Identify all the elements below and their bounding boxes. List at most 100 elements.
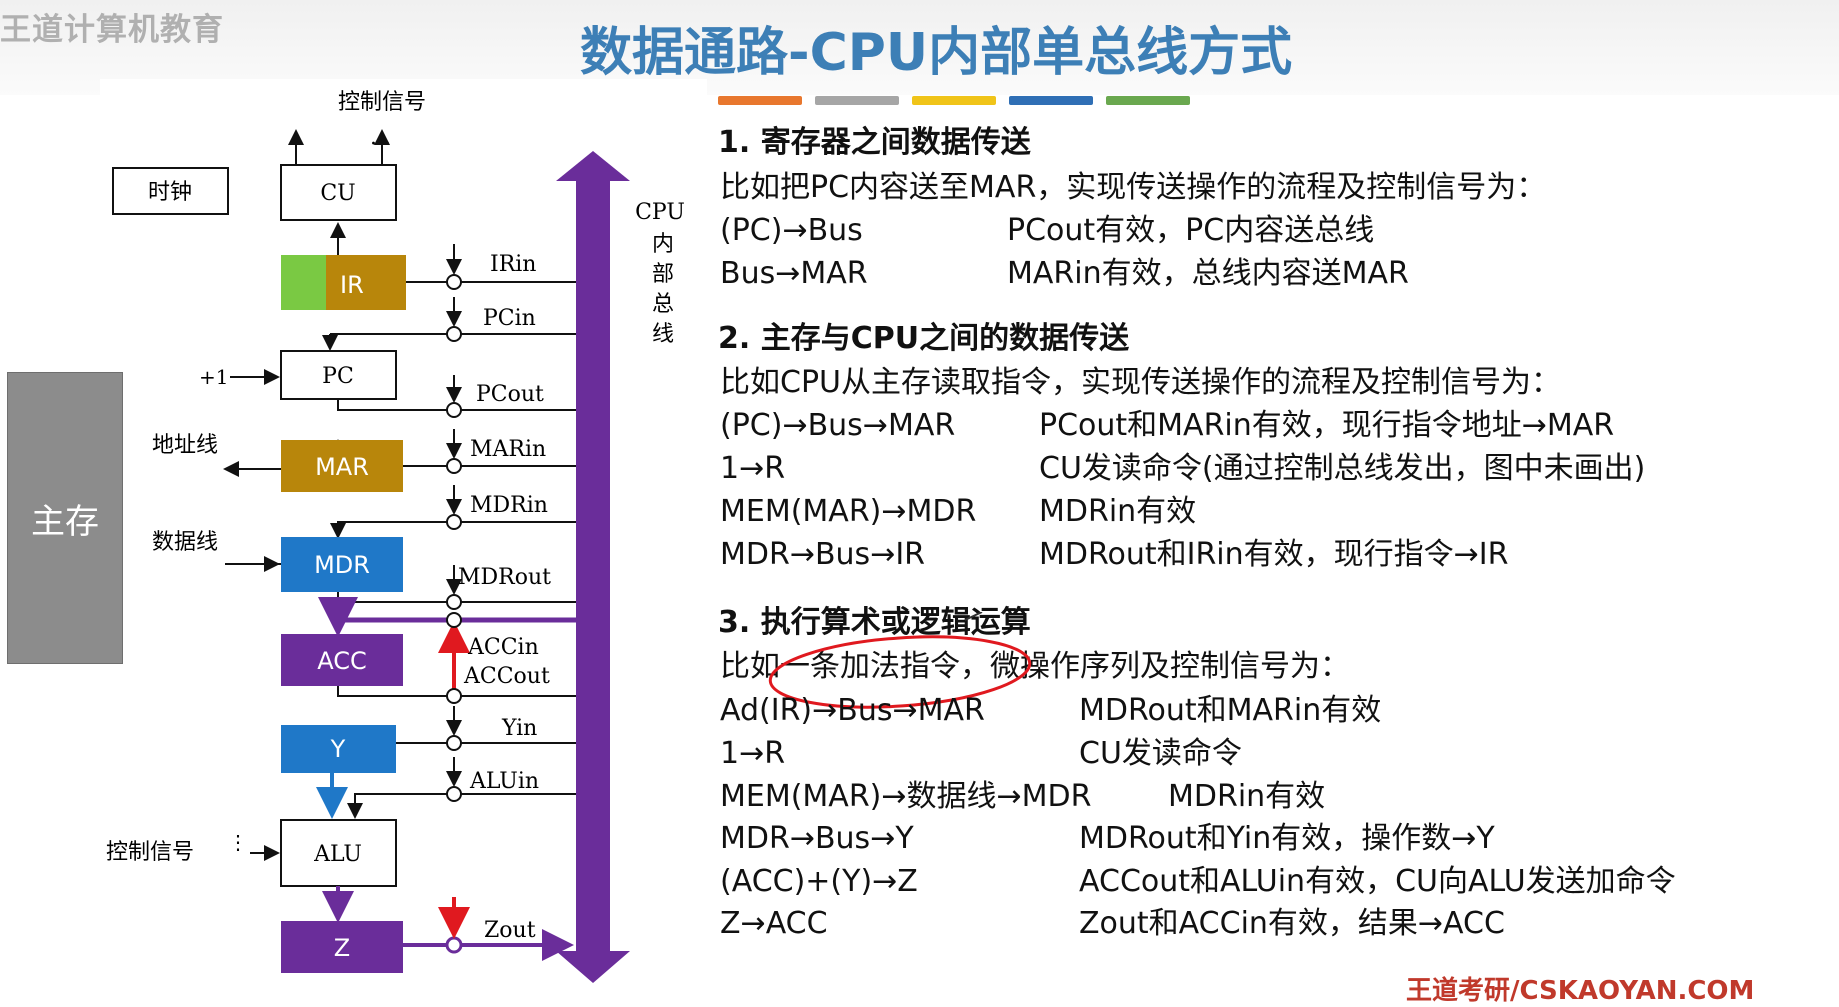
data-line-label: 数据线 <box>152 530 218 555</box>
signal-accin: ACCin <box>467 635 539 660</box>
signal-accout: ACCout <box>463 664 550 689</box>
brand-watermark: 王道计算机教育 <box>0 12 224 48</box>
marin-gate <box>446 458 462 474</box>
accent-bar-gray <box>815 96 899 105</box>
mdrin-bus-line <box>330 521 576 539</box>
z-label: Z <box>334 934 350 962</box>
section-2-heading: 2. 主存与CPU之间的数据传送 <box>718 321 1130 356</box>
signal-mdrin: MDRin <box>470 493 548 518</box>
s2-row-4-signal: MDRout和IRin有效，现行指令→IR <box>1039 537 1509 572</box>
yin-gate <box>446 735 462 751</box>
section-1-intro: 比如把PC内容送至MAR，实现传送操作的流程及控制信号为： <box>720 170 1547 205</box>
bus-label-bu: 部 <box>652 262 674 287</box>
mdrout-gate <box>446 594 462 610</box>
pcout-bus-line <box>337 399 576 411</box>
alu-label: ALU <box>313 842 362 867</box>
ir-label: IR <box>340 271 364 299</box>
s2-row-2-op: 1→R <box>720 451 786 486</box>
s3-row-1-signal: MDRout和MARin有效 <box>1079 693 1382 728</box>
acc-box <box>281 634 403 686</box>
accent-bar-green <box>1106 96 1190 105</box>
s1-row-2-signal: MARin有效，总线内容送MAR <box>1007 256 1409 291</box>
mar-box <box>281 440 403 492</box>
signal-pcin: PCin <box>483 306 536 331</box>
cpu-internal-bus <box>556 151 630 983</box>
s3-row-5-op: (ACC)+(Y)→Z <box>720 864 918 899</box>
s1-row-1-signal: PCout有效，PC内容送总线 <box>1007 213 1375 248</box>
mdr-box <box>281 537 403 592</box>
s3-row-4-op: MDR→Bus→Y <box>720 821 914 856</box>
s3-row-4-signal: MDRout和Yin有效，操作数→Y <box>1079 821 1495 856</box>
footer-brand: 王道考研/CSKAOYAN.COM <box>1406 976 1755 1006</box>
signal-aluin: ALUin <box>469 769 539 794</box>
s2-row-1-op: (PC)→Bus→MAR <box>720 408 956 443</box>
s3-row-3-op: MEM(MAR)→数据线→MDR <box>720 779 1092 814</box>
pcout-gate <box>446 402 462 418</box>
section-3-intro-circled: 一条加法指令， <box>780 649 990 684</box>
s2-row-3-op: MEM(MAR)→MDR <box>720 494 977 529</box>
s1-row-1-op: (PC)→Bus <box>720 213 863 248</box>
s3-row-2-op: 1→R <box>720 736 786 771</box>
cu-label: CU <box>320 181 355 206</box>
accent-bar-blue <box>1009 96 1093 105</box>
clock-label: 时钟 <box>148 180 192 205</box>
mdrin-gate <box>446 514 462 530</box>
plus-one-label: +1 <box>199 365 228 389</box>
ir-box-green <box>281 255 326 310</box>
main-memory-label: 主存 <box>31 501 99 542</box>
signal-pcout: PCout <box>476 382 544 407</box>
control-signal-left-label: 控制信号 <box>106 840 194 865</box>
ir-box <box>326 255 406 310</box>
accent-bar-yellow <box>912 96 996 105</box>
cu-box <box>280 164 397 221</box>
s3-row-2-signal: CU发读命令 <box>1079 736 1242 771</box>
pcin-gate <box>446 326 462 342</box>
s3-row-6-op: Z→ACC <box>720 906 828 941</box>
accout-gate <box>446 688 462 704</box>
datapath-diagram: CPU 内 部 总 线 控制信号 ··· 时钟 CU IR IRin PCin … <box>100 79 707 991</box>
s1-row-2-op: Bus→MAR <box>720 256 868 291</box>
signal-marin: MARin <box>470 437 546 462</box>
section-1-heading: 1. 寄存器之间数据传送 <box>718 125 1031 160</box>
y-label: Y <box>330 735 346 763</box>
signal-zout: Zout <box>484 918 536 943</box>
bus-label-nei: 内 <box>652 232 674 257</box>
acc-label: ACC <box>317 647 367 675</box>
control-signal-top-label: 控制信号 <box>338 90 426 115</box>
s3-row-6-signal: Zout和ACCin有效，结果→ACC <box>1079 906 1505 941</box>
bus-label-zong: 总 <box>652 292 674 317</box>
signal-yin: Yin <box>501 716 537 741</box>
y-box <box>281 725 396 773</box>
bus-label-cpu: CPU <box>635 200 685 225</box>
pc-label: PC <box>322 364 354 389</box>
bus-label-xian: 线 <box>652 322 674 347</box>
mar-label: MAR <box>315 453 369 481</box>
control-signal-dots-left: ⋮ <box>228 830 248 854</box>
red-circle-annotation <box>768 612 1032 709</box>
section-2-intro: 比如CPU从主存读取指令，实现传送操作的流程及控制信号为： <box>720 365 1561 400</box>
address-line-label: 地址线 <box>152 433 218 458</box>
s3-row-3-signal: MDRin有效 <box>1168 779 1326 814</box>
s2-row-3-signal: MDRin有效 <box>1039 494 1197 529</box>
accent-bar-orange <box>718 96 802 105</box>
section-3-intro-suffix: 微操作序列及控制信号为： <box>990 649 1350 684</box>
pc-box <box>280 350 397 400</box>
signal-mdrout: MDRout <box>458 565 551 590</box>
main-memory-box: 主存 <box>7 372 123 664</box>
page-title: 数据通路-CPU内部单总线方式 <box>580 23 1293 83</box>
section-3-intro: 比如一条加法指令，微操作序列及控制信号为： <box>720 652 1350 682</box>
s3-row-5-signal: ACCout和ALUin有效，CU向ALU发送加命令 <box>1079 864 1676 899</box>
clock-box <box>112 167 229 215</box>
s2-row-1-signal: PCout和MARin有效，现行指令地址→MAR <box>1039 408 1615 443</box>
mdr-label: MDR <box>314 551 370 579</box>
s2-row-4-op: MDR→Bus→IR <box>720 537 926 572</box>
signal-irin: IRin <box>490 252 536 277</box>
aluin-gate <box>446 786 462 802</box>
ir-gate <box>446 274 462 290</box>
aluin-bus-line <box>347 793 576 819</box>
s2-row-2-signal: CU发读命令(通过控制总线发出，图中未画出) <box>1039 451 1646 486</box>
accin-bus-line <box>318 597 576 637</box>
accout-bus-line <box>337 686 576 697</box>
s3-row-1-op: Ad(IR)→Bus→MAR <box>720 693 985 728</box>
